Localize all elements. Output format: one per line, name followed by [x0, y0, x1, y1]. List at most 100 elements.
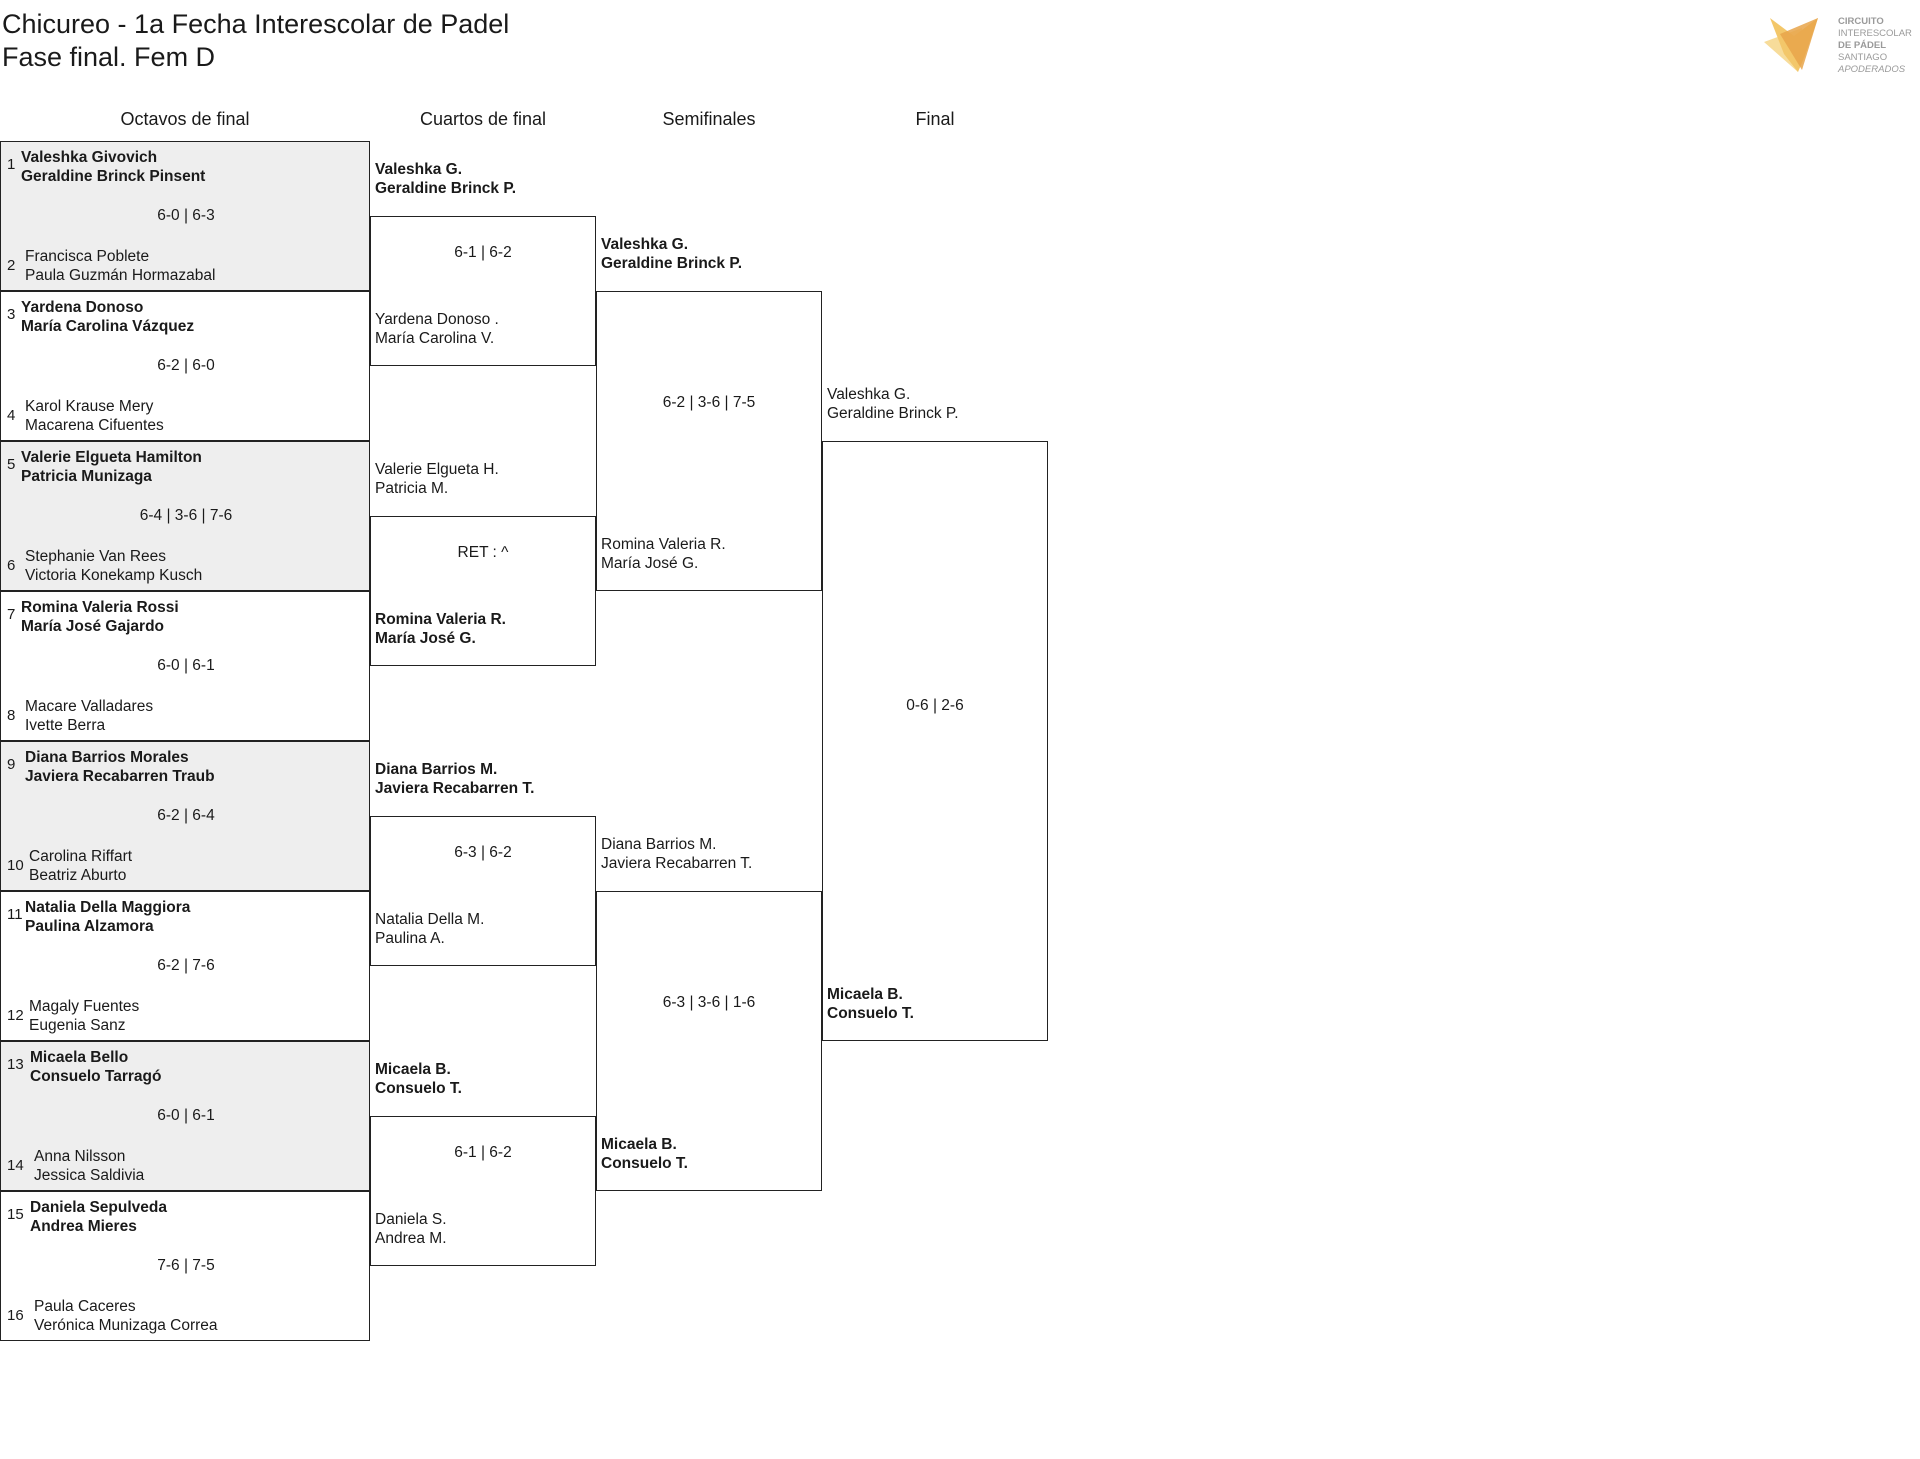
seed-number: 15	[7, 1206, 24, 1223]
player-name: Consuelo T.	[375, 1080, 462, 1097]
player-name: María José G.	[375, 630, 476, 647]
player-name: Geraldine Brinck P.	[375, 180, 516, 197]
match-score: 6-2 | 7-6	[157, 957, 215, 974]
seed-number: 16	[7, 1307, 24, 1324]
player-name: Consuelo T.	[601, 1155, 688, 1172]
seed-number: 12	[7, 1007, 24, 1024]
player-name: María Carolina Vázquez	[21, 318, 195, 335]
logo-line: SANTIAGO	[1838, 52, 1888, 63]
player-name: Valerie Elgueta H.	[375, 461, 499, 478]
player-name: Patricia M.	[375, 480, 449, 497]
logo-line: DE PÁDEL	[1838, 40, 1887, 51]
team-top: Valeshka G. Geraldine Brinck P.	[375, 160, 516, 198]
match-score: 6-4 | 3-6 | 7-6	[139, 507, 233, 524]
team-bottom: Romina Valeria R.María José G.	[601, 535, 726, 573]
circuit-logo: CIRCUITO INTERESCOLAR DE PÁDEL SANTIAGO …	[1762, 14, 1920, 76]
player-name: Valeshka G.	[375, 161, 463, 178]
player-name: Diana Barrios Morales	[25, 749, 189, 766]
player-name: Carolina Riffart	[29, 848, 133, 865]
player-name: María José G.	[601, 555, 699, 572]
fox-logo-icon	[1764, 18, 1818, 72]
page-title: Chicureo - 1a Fecha Interescolar de Pade…	[2, 9, 510, 39]
team-top: Valeshka G.Geraldine Brinck P.	[601, 235, 742, 273]
team-bottom: Yardena Donoso .María Carolina V.	[375, 310, 499, 348]
player-name: Diana Barrios M.	[601, 836, 717, 853]
round-heading-cuartos: Cuartos de final	[419, 109, 547, 129]
seed-number: 14	[7, 1157, 24, 1174]
player-name: Paulina A.	[375, 930, 445, 947]
player-name: Romina Valeria R.	[375, 611, 506, 628]
player-name: Stephanie Van Rees	[25, 548, 167, 565]
player-name: Macare Valladares	[25, 698, 154, 715]
team-bottom: Micaela B.Consuelo T.	[601, 1135, 688, 1173]
player-name: Verónica Munizaga Correa	[34, 1317, 218, 1334]
seed-number: 13	[7, 1056, 24, 1073]
player-name: Andrea M.	[375, 1230, 447, 1247]
seed-number: 8	[7, 707, 16, 724]
player-name: Magaly Fuentes	[29, 998, 140, 1015]
seed-number: 7	[7, 606, 16, 623]
player-name: Natalia Della M.	[375, 911, 485, 928]
bracket-connector	[370, 816, 596, 966]
player-name: Paula Caceres	[34, 1298, 136, 1315]
player-name: Karol Krause Mery	[25, 398, 154, 415]
bracket-connector	[596, 291, 822, 591]
logo-text: CIRCUITO INTERESCOLAR DE PÁDEL SANTIAGO …	[1838, 16, 1912, 76]
match-score: 6-3 | 3-6 | 1-6	[662, 994, 756, 1011]
logo-line: APODERADOS	[1838, 64, 1906, 75]
player-name: Javiera Recabarren Traub	[25, 768, 215, 785]
seed-number: 11	[7, 906, 23, 923]
match-score: 6-2 | 3-6 | 7-5	[662, 394, 756, 411]
team-top: Micaela B.Consuelo T.	[375, 1060, 462, 1098]
player-name: Natalia Della Maggiora	[25, 899, 191, 916]
player-name: Yardena Donoso	[21, 299, 144, 316]
player-name: Valeshka Givovich	[21, 149, 158, 166]
team-bottom: Romina Valeria R. María José G.	[375, 610, 506, 648]
logo-line: CIRCUITO	[1838, 16, 1884, 27]
round-heading-final: Final	[915, 109, 955, 129]
match-score: 6-1 | 6-2	[454, 244, 512, 261]
bracket-connector	[370, 516, 596, 666]
seed-number: 3	[7, 306, 16, 323]
player-name: María Carolina V.	[375, 330, 495, 347]
player-name: Diana Barrios M.	[375, 761, 498, 778]
player-name: Jessica Saldivia	[34, 1167, 145, 1184]
seed-number: 6	[7, 557, 16, 574]
page-subtitle: Fase final. Fem D	[2, 42, 216, 72]
seed-number: 5	[7, 456, 16, 473]
match-score: 0-6 | 2-6	[906, 697, 964, 714]
player-name: Paula Guzmán Hormazabal	[25, 267, 216, 284]
round-heading-semis: Semifinales	[662, 109, 756, 129]
bracket-connector	[822, 441, 1048, 1041]
player-name: Beatriz Aburto	[29, 867, 127, 884]
team-top: Valeshka G.Geraldine Brinck P.	[827, 385, 959, 423]
player-name: Anna Nilsson	[34, 1148, 126, 1165]
team-bottom: Micaela B. Consuelo T.	[827, 985, 914, 1023]
seed-number: 9	[7, 756, 16, 773]
player-name: Valerie Elgueta Hamilton	[21, 449, 202, 466]
player-name: Andrea Mieres	[30, 1218, 137, 1235]
logo-line: INTERESCOLAR	[1838, 28, 1912, 39]
player-name: Micaela B.	[827, 986, 903, 1003]
team-top: Valerie Elgueta H. Patricia M.	[375, 460, 499, 498]
bracket-connector	[596, 891, 822, 1191]
player-name: Consuelo T.	[827, 1005, 914, 1022]
player-name: Victoria Konekamp Kusch	[25, 567, 203, 584]
